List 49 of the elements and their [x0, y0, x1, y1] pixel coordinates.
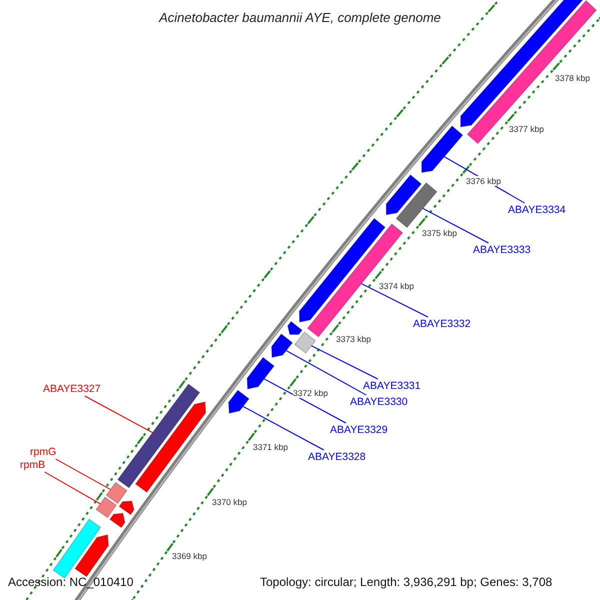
gene-block: [52, 518, 102, 579]
gene-block: [246, 356, 275, 390]
gene-label: ABAYE3327: [43, 383, 101, 395]
gene-label: ABAYE3328: [308, 451, 366, 463]
gene-label: rpmB: [20, 459, 46, 471]
gene-block: [287, 320, 303, 335]
tick-label: 3374 kbp: [379, 281, 414, 291]
gene-block: [466, 0, 597, 144]
gene-block: [271, 333, 293, 358]
tick-label: 3375 kbp: [422, 228, 457, 238]
gene-label: rpmG: [30, 446, 56, 458]
leader-line: [84, 396, 153, 434]
leader-line: [286, 350, 367, 396]
gene-label: ABAYE3333: [473, 244, 531, 256]
tick-label: 3378 kbp: [555, 73, 590, 83]
gene-label: ABAYE3334: [508, 204, 566, 216]
gene-block: [96, 496, 117, 518]
gene-label: ABAYE3330: [350, 396, 408, 408]
leader-line: [242, 406, 324, 450]
gene-block: [134, 401, 206, 493]
map-title: Acinetobacter baumannii AYE, complete genome: [159, 10, 441, 25]
gene-label: ABAYE3329: [330, 424, 388, 436]
gene-block: [396, 182, 438, 228]
gene-block: [74, 534, 109, 578]
tick-label: 3372 kbp: [293, 388, 328, 398]
leader-line: [55, 458, 111, 490]
gene-block: [118, 500, 134, 516]
gene-block: [294, 332, 316, 354]
gene-block: [106, 482, 128, 504]
gene-block: [228, 390, 250, 414]
tick-label: 3376 kbp: [466, 176, 501, 186]
genome-stats-text: Topology: circular; Length: 3,936,291 bp; Genes: 3,708: [260, 575, 552, 589]
gene-label: ABAYE3331: [363, 380, 421, 392]
tick-label: 3377 kbp: [509, 124, 544, 134]
tick-label: 3369 kbp: [172, 551, 207, 561]
tick-label: 3371 kbp: [253, 442, 288, 452]
gene-block: [109, 512, 126, 528]
gene-block: [421, 125, 464, 173]
leader-line: [44, 472, 101, 504]
leader-line: [361, 283, 428, 318]
leader-line: [264, 378, 346, 424]
gene-block: [117, 384, 200, 488]
gene-label: ABAYE3332: [413, 318, 471, 330]
gene-block: [386, 174, 422, 216]
tick-label: 3370 kbp: [212, 497, 247, 507]
tick-label: 3373 kbp: [336, 334, 371, 344]
accession-text: Accession: NC_010410: [8, 575, 134, 589]
leader-line: [422, 208, 489, 244]
leader-line: [311, 345, 378, 380]
